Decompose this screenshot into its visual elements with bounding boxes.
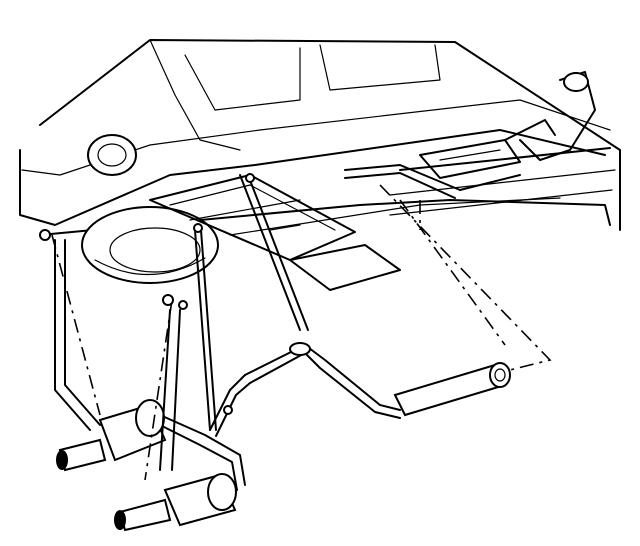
exhaust-pipe-front (344, 164, 521, 199)
y-pipe (159, 374, 251, 491)
hanger-rods (194, 174, 309, 431)
muffler-left-lower (114, 473, 237, 532)
exploded-view-lines (51, 184, 552, 481)
tailpipe-center (159, 309, 181, 471)
spare-tire (81, 206, 219, 284)
vehicle-body (19, 39, 621, 236)
rocker-panel (389, 147, 616, 216)
intermediate-pipe (244, 342, 401, 419)
crossmember-bracket (149, 174, 401, 291)
clamps (39, 173, 255, 415)
tailpipe-left (54, 239, 101, 431)
rear-resonator (393, 362, 511, 417)
canister (87, 134, 137, 176)
muffler-left-upper (56, 399, 167, 472)
front-engine-assembly (419, 71, 596, 179)
